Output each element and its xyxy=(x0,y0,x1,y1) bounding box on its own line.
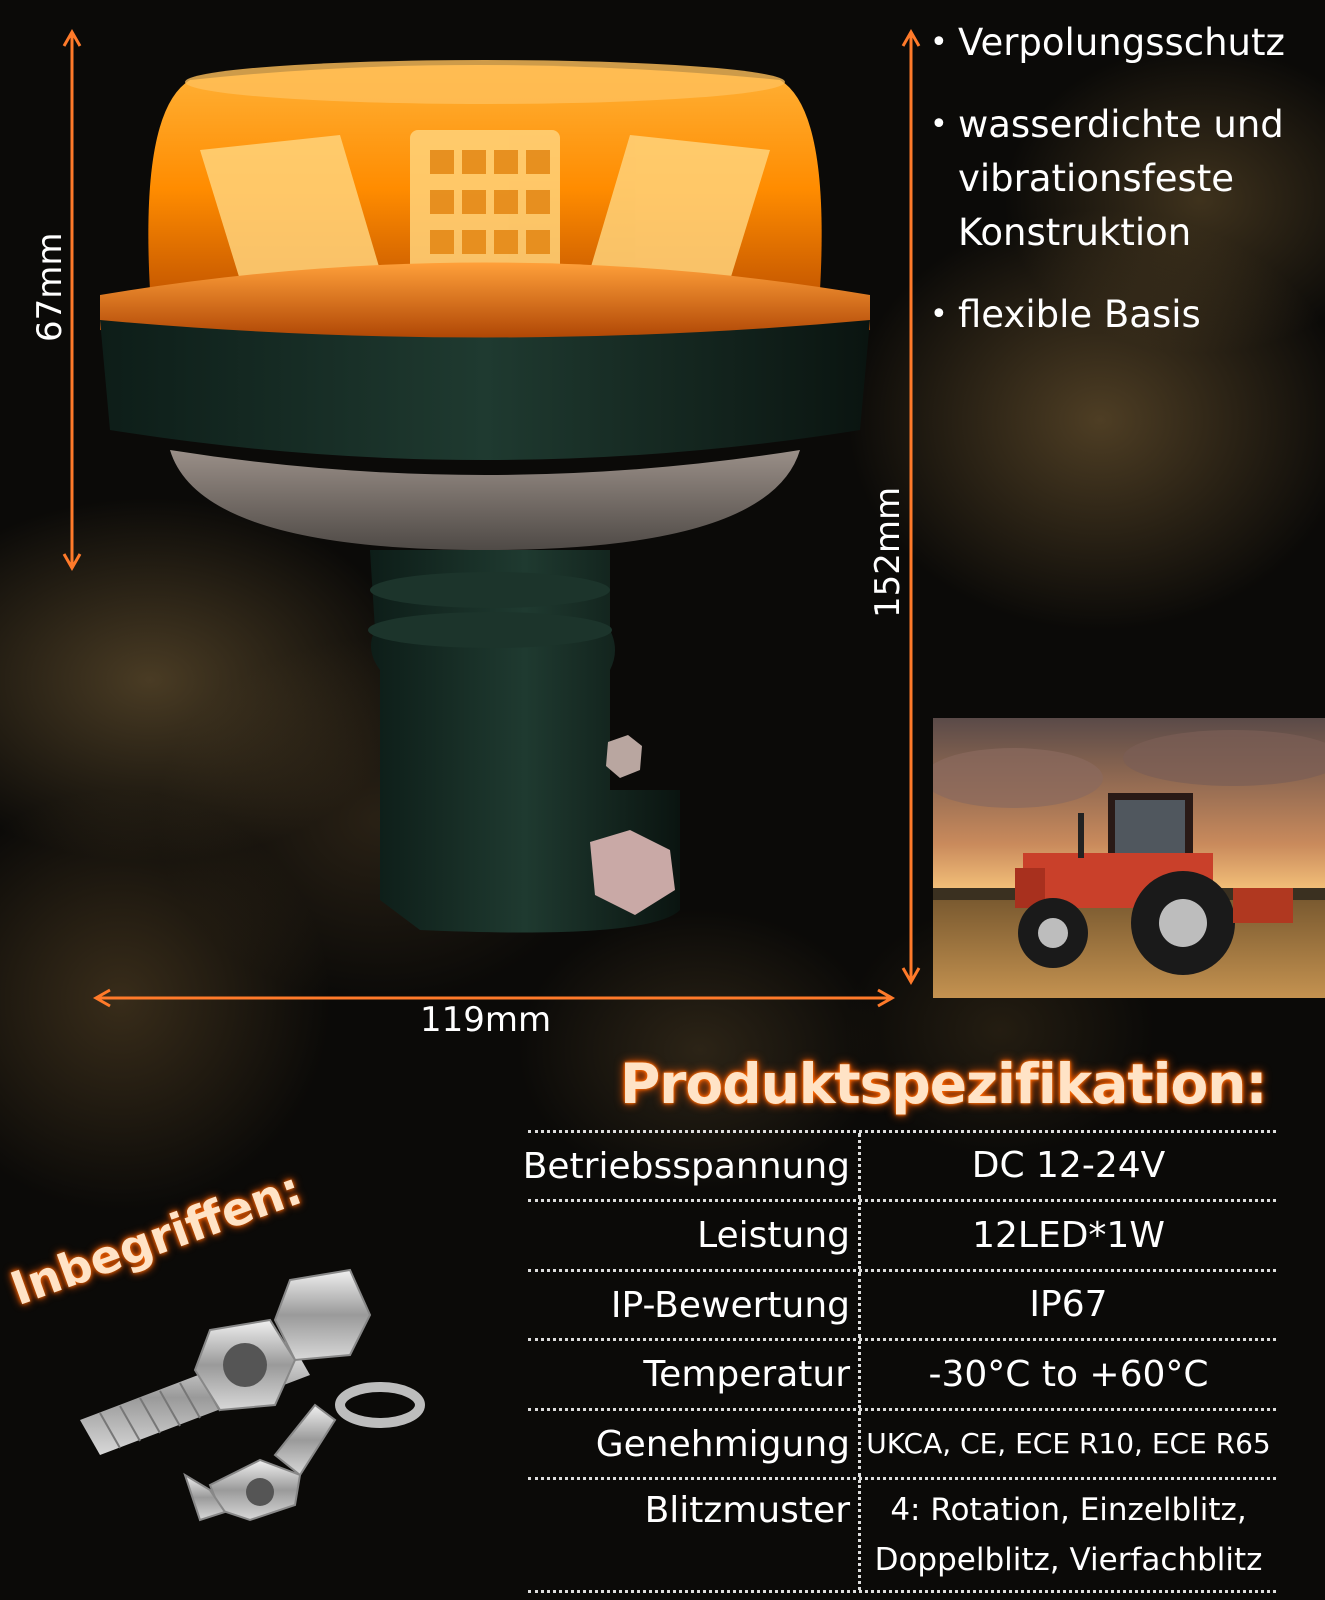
spec-row: Blitzmuster 4: Rotation, Einzelblitz, Do… xyxy=(528,1477,1276,1593)
spec-value: UKCA, CE, ECE R10, ECE R65 xyxy=(866,1427,1271,1460)
spec-value: 4: Rotation, Einzelblitz, Doppelblitz, V… xyxy=(874,1492,1263,1578)
spec-row: Leistung 12LED*1W xyxy=(528,1199,1276,1269)
tractor-photo xyxy=(933,718,1325,998)
dimension-width: 119mm xyxy=(420,1000,552,1040)
spec-row: IP-Bewertung IP67 xyxy=(528,1269,1276,1338)
dimension-lens-height: 67mm xyxy=(30,232,70,342)
spec-table: Betriebsspannung DC 12-24V Leistung 12LE… xyxy=(523,1130,1276,1593)
spec-row: Betriebsspannung DC 12-24V xyxy=(523,1130,1276,1199)
spec-label: Leistung xyxy=(528,1202,861,1269)
beacon-illustration xyxy=(100,60,870,933)
spec-label: Betriebsspannung xyxy=(523,1133,861,1199)
spec-label: Temperatur xyxy=(528,1341,861,1408)
feature-item: flexible Basis xyxy=(930,288,1320,342)
feature-item: Verpolungsschutz xyxy=(930,16,1320,70)
spec-value: -30°C to +60°C xyxy=(928,1353,1209,1395)
spec-title: Produktspezifikation: xyxy=(620,1052,1267,1116)
spec-label: Genehmigung xyxy=(528,1411,861,1477)
spec-row: Temperatur -30°C to +60°C xyxy=(528,1338,1276,1408)
spec-label: IP-Bewertung xyxy=(528,1272,861,1338)
spec-value: 12LED*1W xyxy=(972,1214,1165,1256)
hardware-illustration xyxy=(80,1268,425,1522)
dimension-arrows xyxy=(62,28,921,1008)
feature-item: wasserdichte und vibrationsfeste Konstru… xyxy=(930,98,1320,260)
spec-value: IP67 xyxy=(1029,1284,1108,1325)
spec-row: Genehmigung UKCA, CE, ECE R10, ECE R65 xyxy=(528,1408,1276,1477)
spec-label: Blitzmuster xyxy=(528,1480,861,1590)
feature-list: Verpolungsschutz wasserdichte und vibrat… xyxy=(930,16,1320,370)
spec-value: DC 12-24V xyxy=(971,1145,1166,1186)
dimension-total-height: 152mm xyxy=(868,486,908,618)
